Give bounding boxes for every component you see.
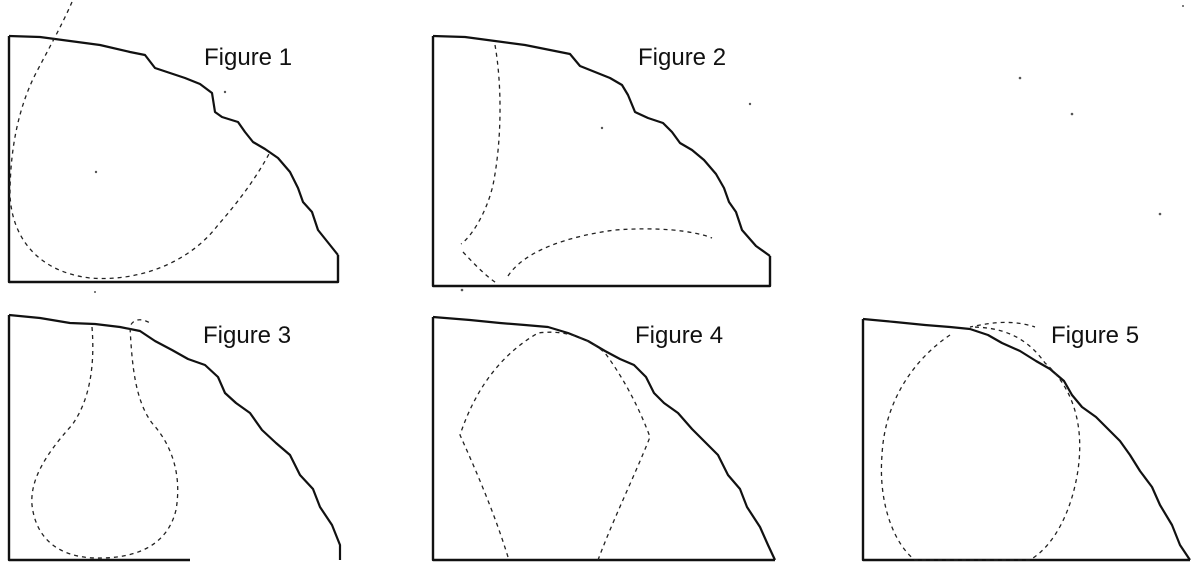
figure-3-diagram <box>7 313 342 562</box>
figure-3-rough-boundary <box>8 313 342 560</box>
figure-2-panel: Figure 2 <box>430 0 775 290</box>
figure-5-diagram <box>861 317 1191 562</box>
figure-2-diagram <box>431 34 772 288</box>
figure-1-rough-boundary <box>8 34 339 256</box>
figure-4-rough-boundary <box>432 315 776 561</box>
figure-4-dashed-region <box>459 331 651 561</box>
figure-1-panel: Figure 1 <box>0 0 345 290</box>
figure-5-rough-boundary <box>862 317 1191 561</box>
figure-2-label: Figure 2 <box>638 44 727 71</box>
figure-4-panel: Figure 4 <box>430 305 776 565</box>
figure-5-label: Figure 5 <box>1051 322 1140 349</box>
figure-4-label: Figure 4 <box>635 322 724 349</box>
figure-3-panel: Figure 3 <box>0 305 345 565</box>
figure-2-frame <box>431 36 772 288</box>
figure-5-panel: Figure 5 <box>860 305 1193 565</box>
figure-5-dashed-region <box>880 321 1081 561</box>
figure-1-frame <box>7 36 340 284</box>
figure-4-frame <box>431 317 775 562</box>
figure-1-dashed-region <box>9 1 271 280</box>
figure-3-label: Figure 3 <box>203 322 292 349</box>
figure-2-rough-boundary <box>432 34 771 257</box>
figure-3-dashed-region <box>31 319 179 559</box>
figure-2-dashed-curve-bottom <box>462 228 713 285</box>
figure-1-diagram <box>7 1 340 284</box>
figure-4-diagram <box>431 315 776 562</box>
figure-1-label: Figure 1 <box>204 44 293 71</box>
figure-5-frame <box>861 319 1190 562</box>
figure-2-dashed-curve-left <box>460 44 501 245</box>
figure-3-frame <box>7 315 190 562</box>
